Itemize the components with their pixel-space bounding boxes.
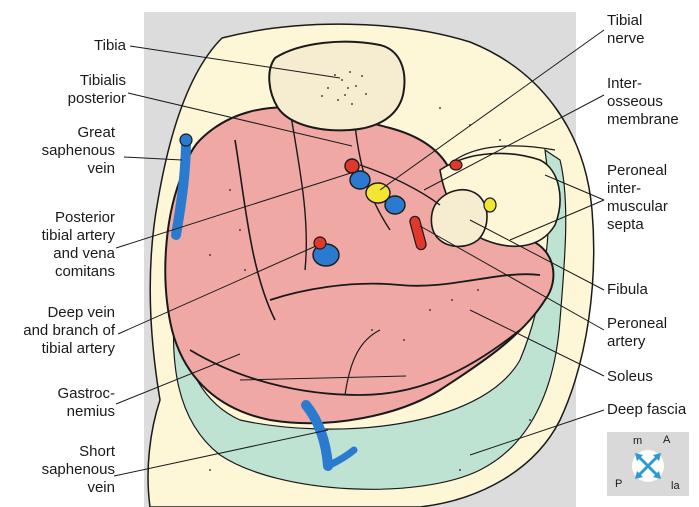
label-posterior-tibial-artery: Posterior tibial artery and vena comitan… [42, 209, 115, 281]
fibular-nerve-small [484, 198, 496, 212]
great-saphenous-vein-head [180, 134, 192, 146]
orientation-p: P [615, 478, 622, 490]
orientation-la: la [671, 480, 680, 492]
orientation-m: m [633, 435, 642, 447]
label-peroneal-artery: Peroneal artery [607, 315, 667, 351]
label-fibula: Fibula [607, 281, 648, 299]
label-deep-vein-branch: Deep vein and branch of tibial artery [23, 304, 115, 358]
fibula-bone [431, 190, 487, 247]
tibia-bone [269, 42, 404, 131]
label-gastrocnemius: Gastroc- nemius [57, 385, 115, 421]
posterior-tibial-vein-b [385, 196, 405, 214]
label-tibial-nerve: Tibial nerve [607, 12, 645, 48]
orientation-a: A [663, 434, 670, 446]
anterior-tibial-artery [450, 160, 462, 170]
orientation-indicator: m A P la [607, 432, 689, 496]
deep-artery-branch [314, 237, 326, 249]
posterior-tibial-artery-shape [345, 159, 359, 173]
label-peroneal-septa: Peroneal inter- muscular septa [607, 162, 668, 234]
label-soleus: Soleus [607, 368, 653, 386]
label-short-saphenous-vein: Short saphenous vein [42, 443, 115, 497]
posterior-tibial-vein-a [350, 171, 370, 189]
label-tibialis-posterior: Tibialis posterior [68, 72, 126, 108]
label-tibia: Tibia [94, 37, 126, 55]
label-great-saphenous-vein: Great saphenous vein [42, 124, 115, 178]
label-interosseous-membrane: Inter- osseous membrane [607, 75, 679, 129]
label-deep-fascia: Deep fascia [607, 401, 686, 419]
